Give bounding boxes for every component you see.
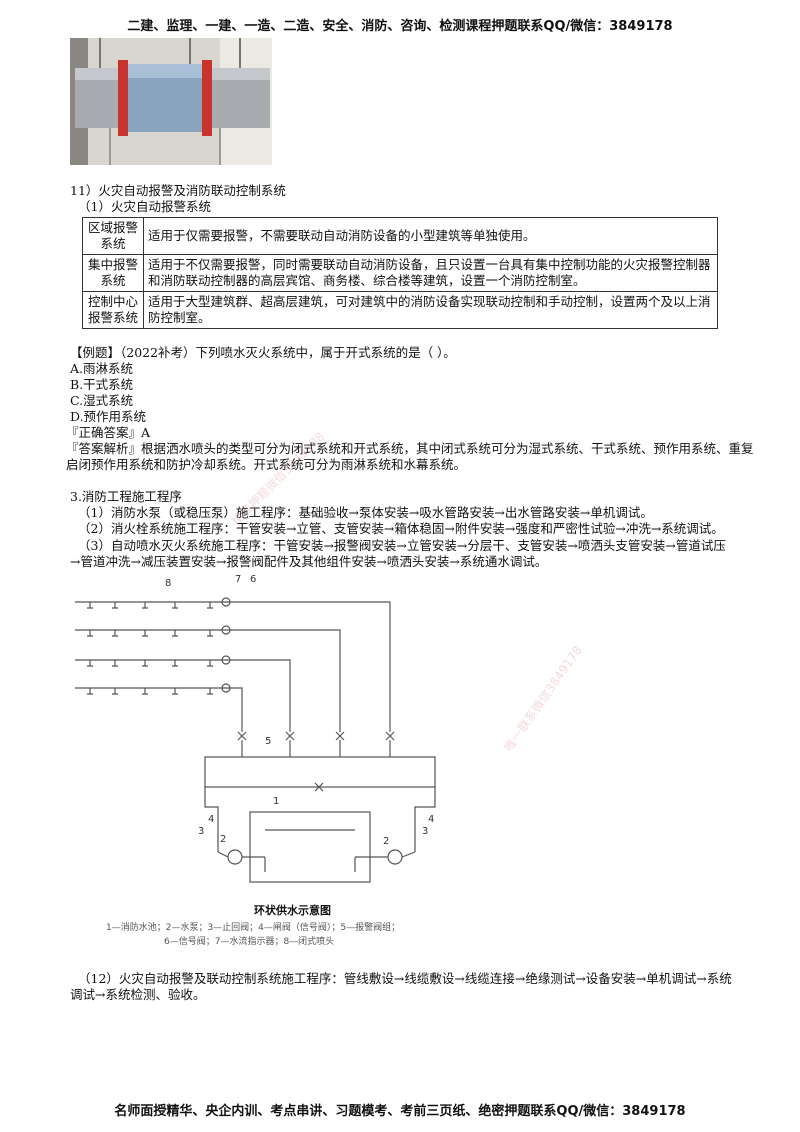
section3-p1: （1）消防水泵（或稳压泵）施工程序：基础验收→泵体安装→吸水管路安装→出水管路安… <box>78 505 653 520</box>
system-description: 适用于大型建筑群、超高层建筑，可对建筑中的消防设备实现联动控制和手动控制，设置两… <box>143 291 718 329</box>
option-c: C.湿式系统 <box>70 393 134 408</box>
system-description: 适用于仅需要报警，不需要联动自动消防设备的小型建筑等单独使用。 <box>143 217 718 255</box>
table-row: 区域报警系统 适用于仅需要报警，不需要联动自动消防设备的小型建筑等单独使用。 <box>82 217 718 255</box>
option-a: A.雨淋系统 <box>70 361 134 376</box>
section12-line1: （12）火灾自动报警及联动控制系统施工程序：管线敷设→线缆敷设→线缆连接→绝缘测… <box>78 971 732 986</box>
label-7: 7 <box>235 574 241 585</box>
page-header: 二建、监理、一建、一造、二造、安全、消防、咨询、检测课程押题联系QQ/微信：38… <box>127 19 673 34</box>
section12-line2: 调试→系统检测、验收。 <box>70 987 206 1002</box>
diagram-legend-line1: 1—消防水池；2—水泵；3—止回阀；4—闸阀（信号阀）；5—报警阀组； <box>106 923 401 933</box>
diagram-title: 环状供水示意图 <box>254 904 331 917</box>
table-row: 集中报警系统 适用于不仅需要报警，同时需要联动自动消防设备，且只设置一台具有集中… <box>82 254 718 292</box>
system-name: 区域报警系统 <box>82 217 144 255</box>
page-footer: 名师面授精华、央企内训、考点串讲、习题模考、考前三页纸、绝密押题联系QQ/微信：… <box>114 1104 686 1119</box>
section11-title: 11）火灾自动报警及消防联动控制系统 <box>70 183 286 198</box>
diagram-legend-line2: 6—信号阀；7—水流指示器；8—闭式喷头 <box>164 937 335 947</box>
correct-answer: 『正确答案』A <box>66 425 151 440</box>
section11-subtitle: （1）火灾自动报警系统 <box>78 199 211 214</box>
label-4: 4 <box>208 814 214 825</box>
option-b: B.干式系统 <box>70 377 134 392</box>
table-row: 控制中心报警系统 适用于大型建筑群、超高层建筑，可对建筑中的消防设备实现联动控制… <box>82 291 718 329</box>
label-4b: 4 <box>428 814 434 825</box>
section3-p2: （2）消火栓系统施工程序：干管安装→立管、支管安装→箱体稳固→附件安装→强度和严… <box>78 521 724 536</box>
label-3b: 3 <box>422 826 428 837</box>
section3-p3-line2: →管道冲洗→减压装置安装→报警阀配件及其他组件安装→喷洒头安装→系统通水调试。 <box>70 554 548 569</box>
alarm-system-table: 区域报警系统 适用于仅需要报警，不需要联动自动消防设备的小型建筑等单独使用。 集… <box>82 217 718 329</box>
fire-damper-photo <box>70 38 272 165</box>
example-question: 【例题】（2022补考）下列喷水灭火系统中，属于开式系统的是（ ）。 <box>70 345 456 360</box>
system-name: 控制中心报警系统 <box>82 291 144 329</box>
answer-analysis-line2: 启闭预作用系统和防护冷却系统。开式系统可分为雨淋系统和水幕系统。 <box>66 457 467 472</box>
ring-water-supply-diagram: 1 2 2 3 3 4 4 5 6 7 8 环状供水示意图 1—消防水池；2—水… <box>70 572 610 952</box>
label-1: 1 <box>273 796 279 807</box>
label-5: 5 <box>265 736 271 747</box>
system-name: 集中报警系统 <box>82 254 144 292</box>
section3-title: 3.消防工程施工程序 <box>70 489 182 504</box>
label-6: 6 <box>250 574 256 585</box>
option-d: D.预作用系统 <box>70 409 147 424</box>
system-description: 适用于不仅需要报警，同时需要联动自动消防设备，且只设置一台具有集中控制功能的火灾… <box>143 254 718 292</box>
label-8: 8 <box>165 578 171 589</box>
label-2b: 2 <box>383 836 389 847</box>
answer-analysis-line1: 『答案解析』根据洒水喷头的类型可分为闭式系统和开式系统，其中闭式系统可分为湿式系… <box>66 441 754 456</box>
section3-p3-line1: （3）自动喷水灭火系统施工程序：干管安装→报警阀安装→立管安装→分层干、支管安装… <box>78 538 726 553</box>
label-3: 3 <box>198 826 204 837</box>
label-2: 2 <box>220 834 226 845</box>
